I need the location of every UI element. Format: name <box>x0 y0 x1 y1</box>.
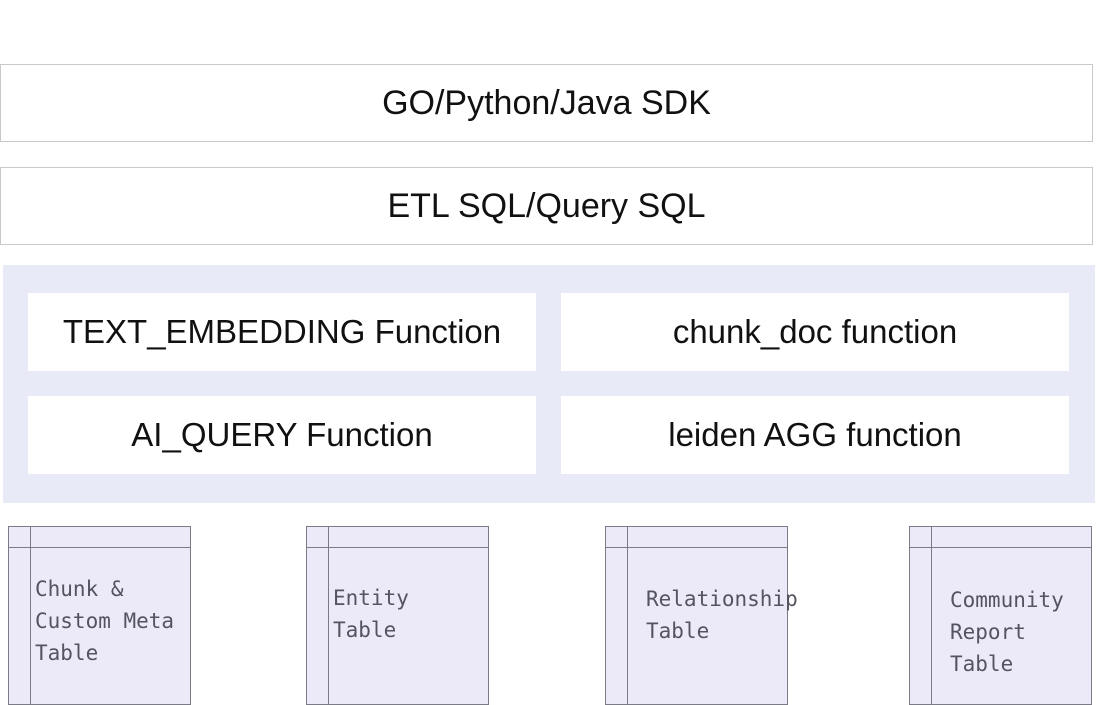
sdk-layer-box: GO/Python/Java SDK <box>0 64 1093 142</box>
sql-layer-box: ETL SQL/Query SQL <box>0 167 1093 245</box>
leiden-agg-function-label: leiden AGG function <box>668 416 962 453</box>
table-column-divider <box>627 527 628 704</box>
function-panel: TEXT_EMBEDDING Function chunk_doc functi… <box>3 265 1095 503</box>
text-embedding-function-label: TEXT_EMBEDDING Function <box>62 313 502 350</box>
table-column-divider <box>931 527 932 704</box>
table-header-divider <box>910 547 1091 548</box>
leiden-agg-function-box: leiden AGG function <box>561 396 1069 474</box>
table-header-divider <box>9 547 190 548</box>
relationship-table-icon: Relationship Table <box>605 526 798 705</box>
relationship-table-label: Relationship Table <box>646 587 798 643</box>
ai-query-function-label: AI_QUERY Function <box>131 416 433 453</box>
chunk-doc-function-box: chunk_doc function <box>561 293 1069 371</box>
sdk-layer-label: GO/Python/Java SDK <box>382 83 711 122</box>
text-embedding-function-box: TEXT_EMBEDDING Function <box>28 293 536 371</box>
ai-query-function-box: AI_QUERY Function <box>28 396 536 474</box>
chunk-doc-function-label: chunk_doc function <box>672 313 958 350</box>
community-report-table-label: Community Report Table <box>950 588 1064 676</box>
entity-table-icon: Entity Table <box>306 526 489 705</box>
table-column-divider <box>30 527 31 704</box>
table-column-divider <box>328 527 329 704</box>
chunk-table-icon: Chunk & Custom Meta Table <box>8 526 191 705</box>
sql-layer-label: ETL SQL/Query SQL <box>387 186 706 225</box>
community-report-table-icon: Community Report Table <box>909 526 1092 705</box>
table-header-divider <box>307 547 488 548</box>
table-header-divider <box>606 547 787 548</box>
entity-table-label: Entity Table <box>333 586 409 642</box>
chunk-table-label: Chunk & Custom Meta Table <box>35 577 175 665</box>
